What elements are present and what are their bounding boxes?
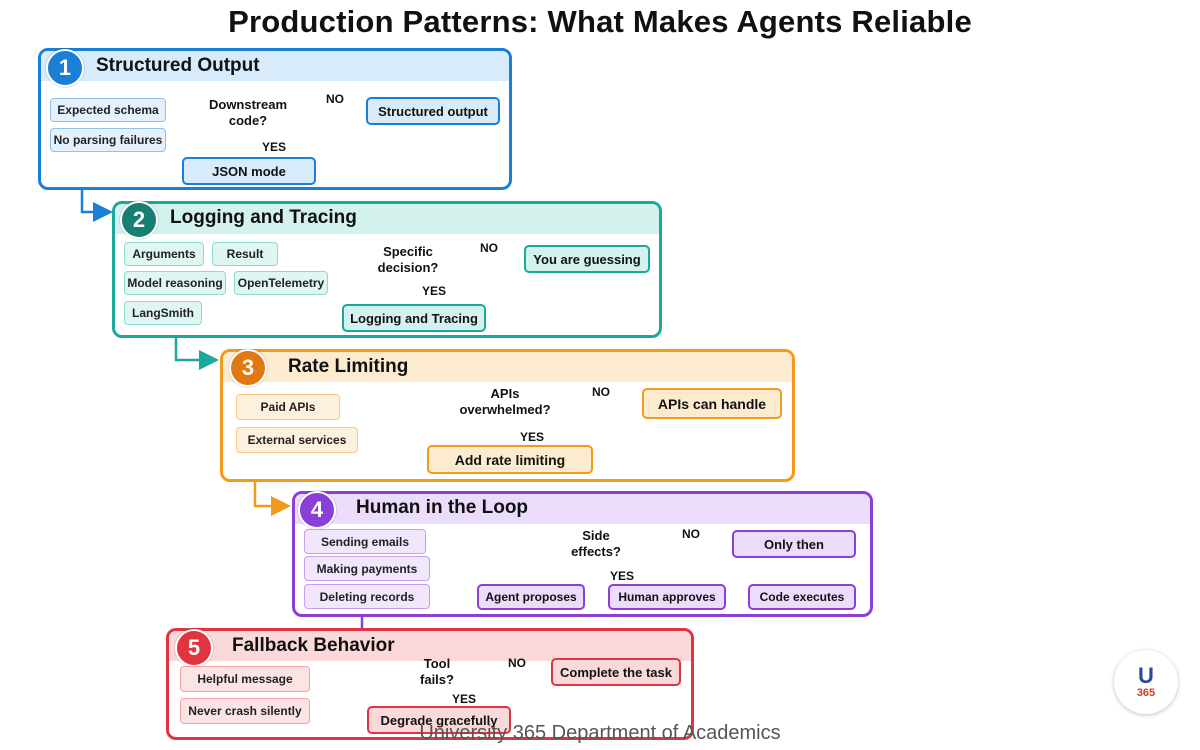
yes-label: YES	[610, 569, 635, 583]
tag: Never crash silently	[180, 698, 310, 724]
panel-number-4: 4	[298, 491, 336, 529]
tag: Paid APIs	[236, 394, 340, 420]
yes-label: YES	[452, 692, 477, 706]
tag: Helpful message	[180, 666, 310, 692]
yes-result-box: JSON mode	[182, 157, 316, 185]
panel-title-2: Logging and Tracing	[170, 207, 357, 228]
tag: No parsing failures	[50, 128, 166, 152]
tag: Making payments	[304, 556, 430, 581]
connector-2-3	[174, 337, 219, 370]
no-label: NO	[592, 385, 610, 399]
logo-letter: U	[1138, 663, 1154, 688]
panel-number-3: 3	[229, 349, 267, 387]
panel-title-3: Rate Limiting	[288, 356, 409, 377]
university-logo: U 365	[1114, 650, 1178, 714]
yes-result-box: Logging and Tracing	[342, 304, 486, 332]
no-label: NO	[480, 241, 498, 255]
no-result-box: You are guessing	[524, 245, 650, 273]
tag: OpenTelemetry	[234, 271, 328, 295]
tag: Expected schema	[50, 98, 166, 122]
step-code-executes: Code executes	[748, 584, 856, 610]
panel-number-1: 1	[46, 49, 84, 87]
no-result-box: APIs can handle	[642, 388, 782, 419]
logo-number: 365	[1136, 687, 1156, 699]
yes-label: YES	[422, 284, 447, 298]
tag: Deleting records	[304, 584, 430, 609]
no-result-box: Complete the task	[551, 658, 681, 686]
tag: Sending emails	[304, 529, 426, 554]
connector-3-4	[253, 480, 291, 516]
panel-number-5: 5	[175, 629, 213, 667]
yes-label: YES	[262, 140, 287, 154]
yes-label: YES	[520, 430, 545, 444]
panel-title-5: Fallback Behavior	[232, 635, 395, 656]
panel-number-2: 2	[120, 201, 158, 239]
no-label: NO	[508, 656, 526, 670]
panel-title-1: Structured Output	[96, 55, 260, 76]
no-result-box: Structured output	[366, 97, 500, 125]
footer-watermark: University 365 Department of Academics	[419, 722, 781, 744]
yes-result-box: Degrade gracefully	[367, 706, 511, 734]
tag: External services	[236, 427, 358, 453]
connector-1-2	[80, 188, 113, 222]
no-label: NO	[682, 527, 700, 541]
no-result-box: Only then	[732, 530, 856, 558]
tag: Arguments	[124, 242, 204, 266]
tag: Result	[212, 242, 278, 266]
yes-result-box: Add rate limiting	[427, 445, 593, 474]
step-human-approves: Human approves	[608, 584, 726, 610]
panel-title-4: Human in the Loop	[356, 497, 529, 518]
tag: LangSmith	[124, 301, 202, 325]
tag: Model reasoning	[124, 271, 226, 295]
page-title: Production Patterns: What Makes Agents R…	[228, 4, 972, 39]
step-agent-proposes: Agent proposes	[477, 584, 585, 610]
no-label: NO	[326, 92, 344, 106]
